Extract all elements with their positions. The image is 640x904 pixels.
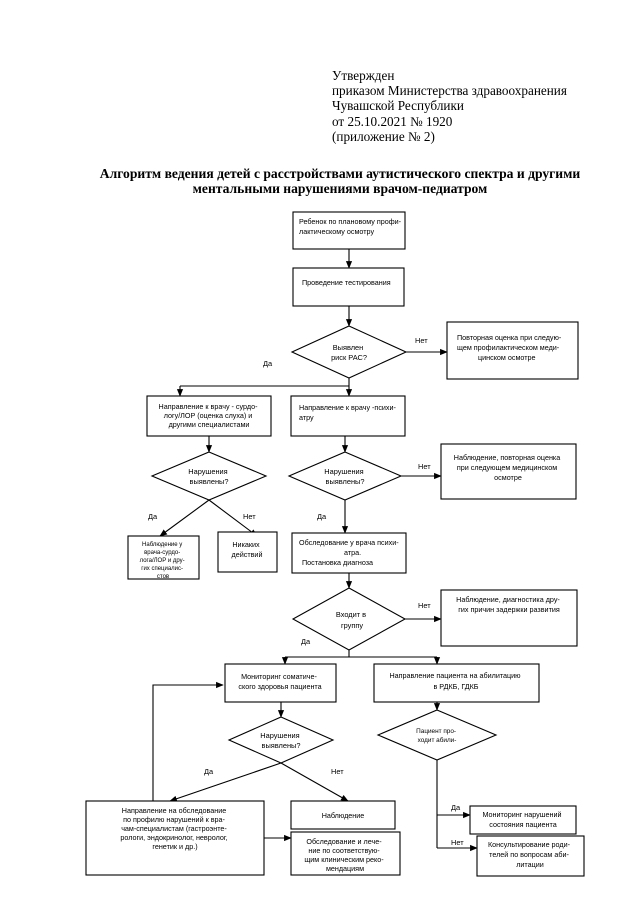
approval-header: Утвержден приказом Министерства здравоох… <box>332 68 632 144</box>
box-surdologist-text: Направление к врачу - сурдо- логу/ЛОР (о… <box>159 402 260 429</box>
box-specialists-observation-text: Наблюдение у врача-сурдо- лога/ЛОР и дру… <box>140 542 187 580</box>
box-testing-text: Проведение тестирования <box>302 278 391 287</box>
decision-ras-detected-text: Выявлен риск РАС? <box>331 343 367 362</box>
box-observation-diagnostics-text: Наблюдение, диагностика дру- гих причин … <box>456 595 562 614</box>
diamond-psych-violations <box>287 451 403 501</box>
label-no: Нет <box>331 767 344 776</box>
box-testing <box>292 267 405 307</box>
box-habilitation-text: Направление пациента на абилитацию в РДК… <box>389 671 522 691</box>
box-psychiatric-exam-text: Обследование у врача психи- атра. Постан… <box>299 538 401 567</box>
box-observation-repeat <box>440 443 577 500</box>
box-start-text: Ребенок по плановому профи- лактическому… <box>299 217 403 236</box>
approval-line: приказом Министерства здравоохранения <box>332 83 567 99</box>
process-boxes <box>85 211 585 877</box>
document-title: Алгоритм ведения детей с расстройствами … <box>40 166 640 196</box>
box-monitoring-somatic <box>224 663 337 703</box>
box-texts: Ребенок по плановому профи- лактическому… <box>120 217 572 873</box>
box-parent-consulting-text: Консультирование роди- телей по вопросам… <box>488 840 572 869</box>
title-line: ментальными нарушениями врачом-педиатром <box>192 181 488 196</box>
label-no: Нет <box>451 838 464 847</box>
approval-line: Чувашской Республики <box>332 98 464 114</box>
approval-line: Утвержден <box>332 68 395 83</box>
box-referral-specialists <box>85 800 265 876</box>
approval-line: от 25.10.2021 № 1920 <box>332 113 453 129</box>
diamond-somatic-violations <box>227 716 335 764</box>
box-observation <box>290 800 396 830</box>
box-repeat-assessment-text: Повторная оценка при следую- щем профила… <box>457 333 563 362</box>
diamond-in-group <box>291 587 407 651</box>
box-no-action-text: Никаких действий <box>232 540 263 559</box>
connector <box>159 499 210 537</box>
connector <box>280 762 349 802</box>
connector <box>208 499 258 537</box>
box-treatment <box>290 831 401 876</box>
box-parent-consulting <box>476 835 585 877</box>
label-no: Нет <box>415 336 428 345</box>
label-yes: Да <box>451 803 461 812</box>
label-yes: Да <box>263 359 273 368</box>
box-treatment-text: Обследование и лече- ние по соответствую… <box>304 837 385 873</box>
diamond-hearing-violations <box>150 451 268 501</box>
box-monitoring-somatic-text: Мониторинг соматиче- ского здоровья паци… <box>238 672 321 691</box>
label-yes: Да <box>301 637 311 646</box>
connectors <box>152 249 478 852</box>
box-start <box>292 211 406 250</box>
box-surdologist <box>146 395 272 437</box>
box-monitoring-disorders-text: Мониторинг нарушений состояния пациента <box>482 810 563 829</box>
box-no-action <box>217 531 278 573</box>
decision-hearing-violations-text: Нарушения выявлены? <box>188 467 229 486</box>
title-line: Алгоритм ведения детей с расстройствами … <box>99 166 581 181</box>
box-monitoring-disorders <box>469 805 577 835</box>
decision-in-group-text: Входит в группу <box>336 610 368 630</box>
box-psychiatrist-text: Направление к врачу -психи- атру <box>299 403 398 422</box>
decision-diamonds <box>150 325 498 764</box>
box-habilitation <box>373 663 540 703</box>
label-no: Нет <box>243 512 256 521</box>
label-no: Нет <box>418 601 431 610</box>
diamond-habilitation-pass <box>376 709 498 761</box>
box-observation-text: Наблюдение <box>322 811 365 820</box>
label-yes: Да <box>148 512 158 521</box>
decision-texts: Выявлен риск РАС? Нарушения выявлены? На… <box>188 343 458 750</box>
box-specialists-observation <box>127 535 200 580</box>
branch-labels: Нет Да Да Нет Нет Да Нет Да Да Нет Да Не… <box>148 336 464 847</box>
decision-psych-violations-text: Нарушения выявлены? <box>324 467 365 486</box>
box-psychiatrist <box>290 395 406 437</box>
label-yes: Да <box>317 512 327 521</box>
decision-somatic-violations-text: Нарушения выявлены? <box>260 731 301 750</box>
box-psychiatric-exam <box>291 532 407 574</box>
decision-habilitation-pass-text: Пациент про- ходит абили- <box>416 728 458 744</box>
box-repeat-assessment <box>446 321 579 380</box>
label-no: Нет <box>418 462 431 471</box>
diamond-ras-detected <box>290 325 408 379</box>
connector <box>169 762 282 802</box>
approval-line: (приложение № 2) <box>332 128 435 144</box>
box-referral-specialists-text: Направление на обследование по профилю н… <box>120 806 229 851</box>
label-yes: Да <box>204 767 214 776</box>
box-observation-repeat-text: Наблюдение, повторная оценка при следующ… <box>454 453 563 482</box>
box-observation-diagnostics <box>440 589 578 647</box>
connector <box>152 681 224 801</box>
